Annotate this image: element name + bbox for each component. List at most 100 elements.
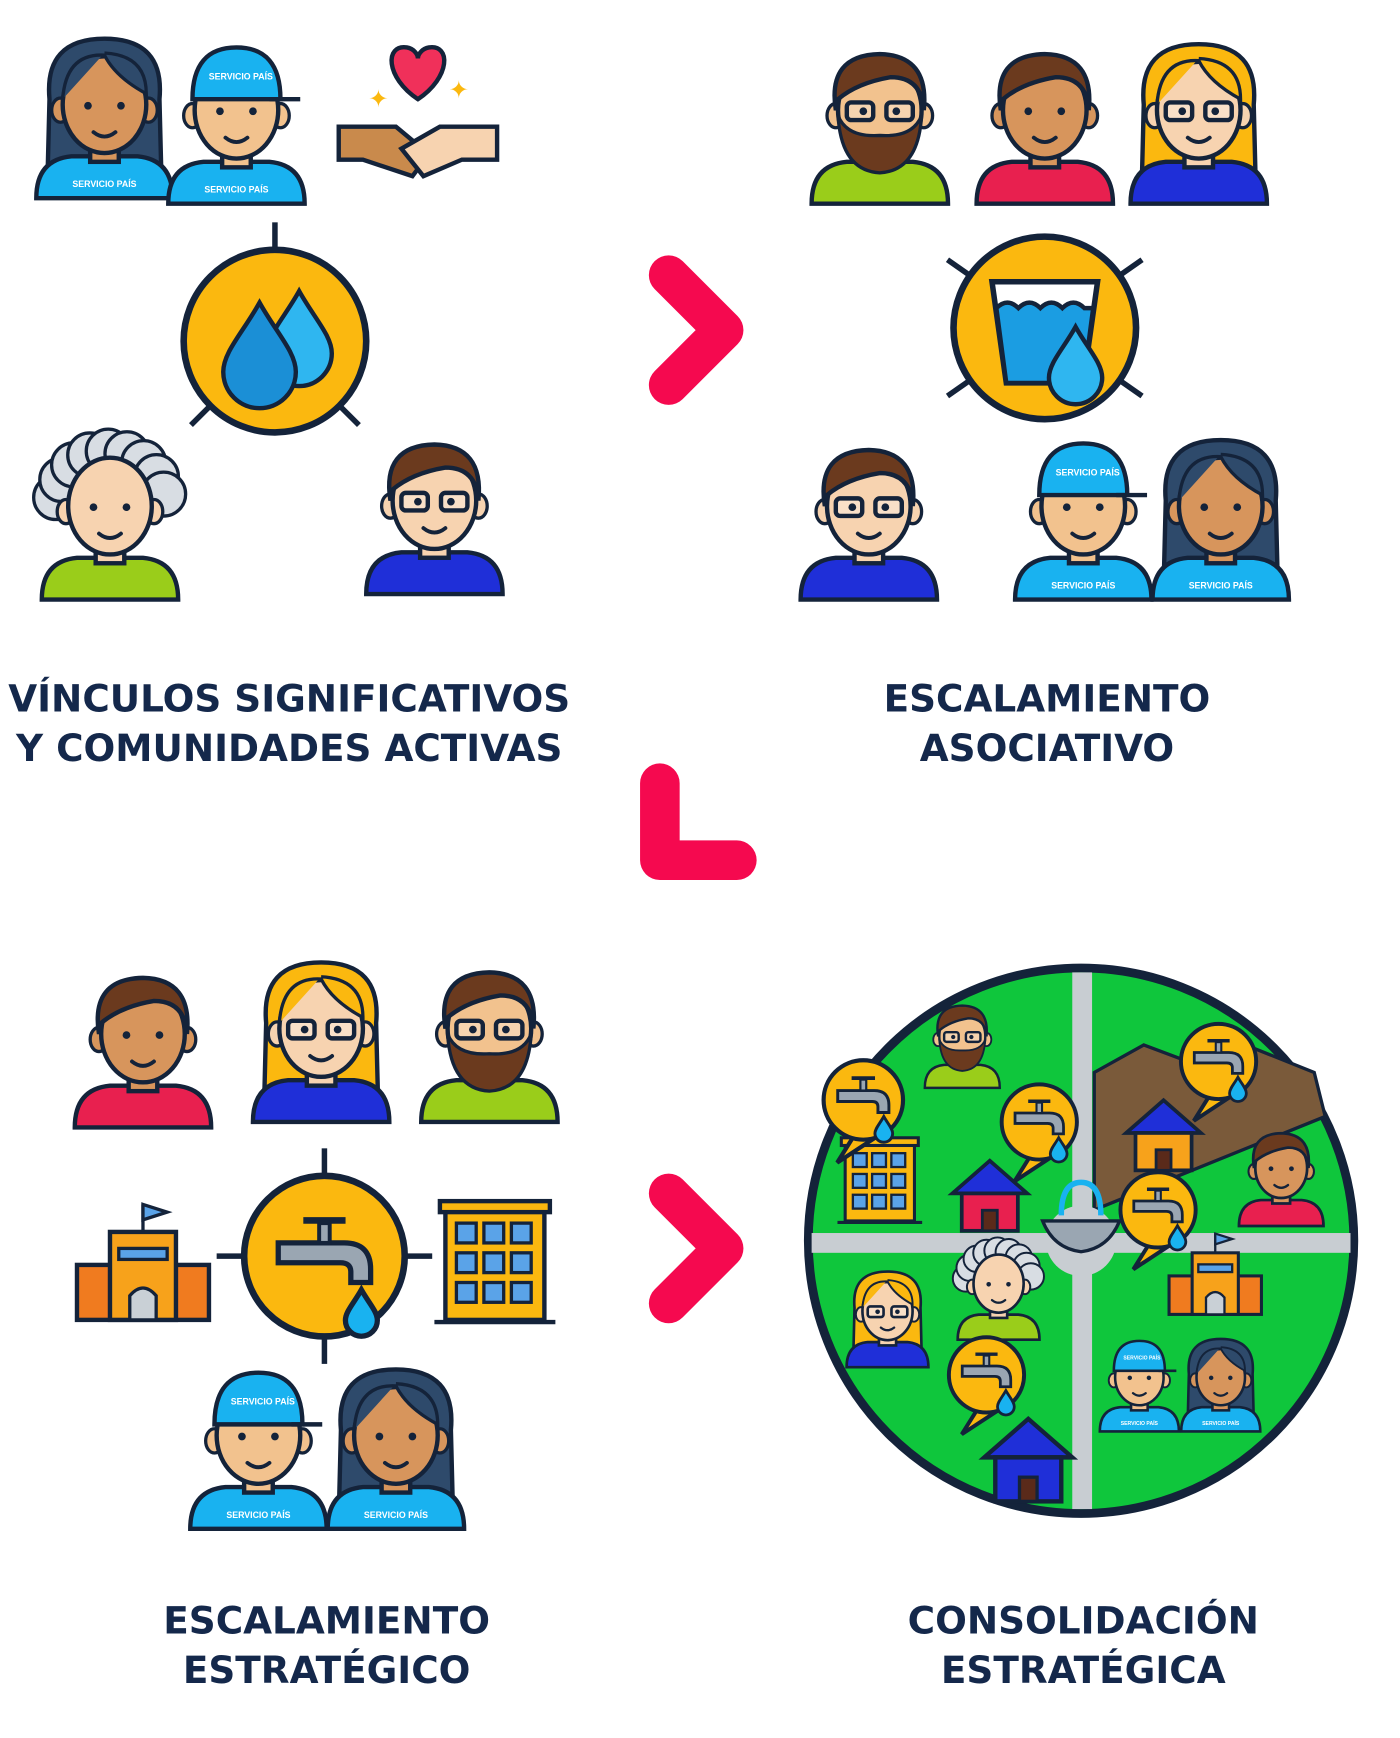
person-brown-hair-man <box>1237 1131 1325 1228</box>
eye <box>1289 1166 1294 1172</box>
smile <box>223 135 250 144</box>
apartment-building-icon <box>434 1198 556 1325</box>
cap-label: SERVICIO PAÍS <box>1056 466 1120 477</box>
shirt <box>419 1077 560 1125</box>
shirt <box>364 550 505 597</box>
eye <box>881 503 890 512</box>
handshake-heart-icon: ✦✦ <box>336 45 500 179</box>
cap-label: SERVICIO PAÍS <box>1123 1353 1161 1361</box>
shirt <box>250 1077 392 1125</box>
shirt-label: SERVICIO PAÍS <box>364 1509 428 1520</box>
faucet-bubble <box>999 1082 1079 1183</box>
eye <box>414 497 422 506</box>
smile <box>1273 1183 1290 1189</box>
eye <box>1062 503 1071 512</box>
person-woman-sp: SERVICIO PAÍS <box>1150 437 1292 602</box>
shirt <box>1128 159 1270 206</box>
hair <box>861 1279 914 1308</box>
water-drop <box>1167 1222 1188 1252</box>
smile <box>1207 531 1234 540</box>
smile <box>382 1460 409 1470</box>
smile <box>421 526 448 535</box>
house-icon-red <box>947 1158 1033 1233</box>
shirt <box>798 555 940 602</box>
beard <box>445 1033 533 1093</box>
person-brown-hair-man <box>72 975 214 1130</box>
shirt-label: SERVICIO PAÍS <box>1189 580 1253 591</box>
water-drop <box>1228 1074 1248 1103</box>
eye <box>1233 503 1242 512</box>
eye <box>892 107 901 116</box>
eye <box>155 1031 164 1039</box>
eye <box>447 497 455 506</box>
eye <box>122 503 131 512</box>
eye <box>951 1034 956 1040</box>
person-bearded-man <box>923 1004 1002 1090</box>
fountain-icon <box>1040 1179 1122 1254</box>
shirt <box>1098 1405 1181 1433</box>
person-blonde-woman <box>845 1270 930 1369</box>
faucet-icon <box>1192 1039 1248 1103</box>
smile <box>130 1059 156 1068</box>
person-blonde-woman <box>1128 41 1270 206</box>
person-bearded-man <box>809 51 951 206</box>
head <box>972 1253 1025 1314</box>
arrow-right-2 <box>648 1173 744 1324</box>
stage-4-title-line2: ESTRATÉGICA <box>941 1648 1226 1692</box>
smile <box>1213 1392 1229 1397</box>
shirt <box>1237 1198 1325 1228</box>
stage-2-title-line1: ESCALAMIENTO <box>884 677 1211 721</box>
shirt-label: SERVICIO PAÍS <box>1121 1419 1159 1427</box>
eye <box>895 1309 900 1315</box>
shirt-label: SERVICIO PAÍS <box>1202 1419 1240 1427</box>
hair <box>277 975 365 1024</box>
smile <box>245 1460 272 1470</box>
faucet-bubble <box>821 1058 906 1165</box>
hair <box>997 51 1092 111</box>
beard <box>938 1039 987 1072</box>
eye <box>216 107 224 116</box>
eye <box>875 1309 880 1315</box>
hair <box>936 1004 988 1037</box>
faucet-icon <box>836 1076 895 1144</box>
stage-3-title-line1: ESCALAMIENTO <box>163 1598 490 1642</box>
eye <box>300 1025 309 1034</box>
shirt <box>923 1063 1002 1090</box>
school-icon <box>74 1202 212 1323</box>
person-elderly-woman <box>951 1236 1045 1342</box>
shirt <box>1179 1405 1262 1433</box>
eye <box>1228 1375 1233 1381</box>
person-woman-sp: SERVICIO PAÍS <box>325 1367 467 1532</box>
smile <box>1070 531 1097 540</box>
hair <box>387 442 482 502</box>
person-elderly-woman <box>32 427 188 602</box>
faucet-icon <box>275 1217 380 1339</box>
eye <box>859 107 868 116</box>
shirt <box>1012 555 1154 602</box>
smile <box>91 130 118 139</box>
stage-2-title-line2: ASOCIATIVO <box>920 726 1174 770</box>
eye <box>1208 1375 1214 1381</box>
eye <box>1127 1375 1133 1381</box>
shirt <box>845 1340 930 1369</box>
cap-label: SERVICIO PAÍS <box>209 70 273 81</box>
hair <box>832 51 927 111</box>
water-drop <box>873 1113 895 1144</box>
smile <box>1185 135 1212 144</box>
water-drop <box>221 298 299 411</box>
shirt <box>809 159 951 206</box>
eye <box>238 1432 246 1441</box>
faucet-bubble <box>946 1335 1027 1436</box>
shirt-label: SERVICIO PAÍS <box>1051 580 1115 591</box>
stage-4-title-line1: CONSOLIDACIÓN <box>908 1598 1259 1642</box>
eye <box>117 101 125 110</box>
person-glasses-man <box>364 442 505 597</box>
shirt <box>39 555 181 602</box>
shirt <box>188 1484 329 1532</box>
faucet-icon <box>1013 1099 1069 1164</box>
eye <box>408 1432 417 1441</box>
person-cap-man-sp: SERVICIO PAÍS SERVICIO PAÍS <box>1098 1339 1181 1433</box>
shirt <box>72 1083 214 1130</box>
smile <box>308 1054 335 1063</box>
